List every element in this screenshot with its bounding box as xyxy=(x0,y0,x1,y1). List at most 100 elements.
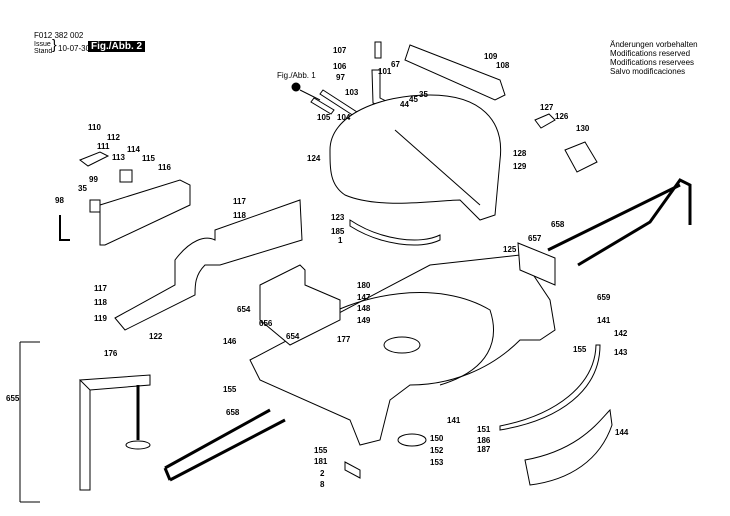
part-label: 103 xyxy=(345,88,359,97)
part-label: 35 xyxy=(78,184,87,193)
rod-658-bottom xyxy=(163,408,286,482)
part-label: 176 xyxy=(104,349,118,358)
part-label: 151 xyxy=(477,425,491,434)
pad-150 xyxy=(397,433,427,447)
bolt-107 xyxy=(374,41,382,59)
part-label: 186 xyxy=(477,436,491,445)
bracket-126 xyxy=(534,113,556,129)
figure-title: Fig./Abb. 2 xyxy=(88,41,146,52)
support-table-656 xyxy=(259,264,341,346)
part-label: 109 xyxy=(484,52,498,61)
block-657 xyxy=(517,242,556,286)
part-label: 654 xyxy=(237,305,251,314)
part-label: 67 xyxy=(391,60,400,69)
part-label: 147 xyxy=(357,293,371,302)
part-label: 126 xyxy=(555,112,569,121)
part-label: 124 xyxy=(307,154,321,163)
part-label: 150 xyxy=(430,434,444,443)
part-label: 658 xyxy=(226,408,240,417)
figure-reference: Fig./Abb. 1 xyxy=(277,71,316,80)
issue-label: Issue xyxy=(34,41,51,48)
fence-116 xyxy=(99,179,191,246)
document-number: F012 382 002 xyxy=(34,31,84,40)
part-label: 144 xyxy=(615,428,629,437)
part-label: 104 xyxy=(337,113,351,122)
part-label: 123 xyxy=(331,213,345,222)
part-label: 105 xyxy=(317,113,331,122)
part-label: 655 xyxy=(6,394,20,403)
part-label: 115 xyxy=(142,154,155,163)
leader-line xyxy=(299,89,321,101)
clamp-arm-176 xyxy=(78,374,151,391)
modifications-notice: Änderungen vorbehalten Modifications res… xyxy=(610,40,698,76)
scale-143 xyxy=(499,344,601,431)
notice-line: Modifications reservees xyxy=(610,58,695,67)
part-label: 130 xyxy=(576,124,590,133)
part-label: 141 xyxy=(447,416,461,425)
part-label: 149 xyxy=(357,316,371,325)
part-label: 118 xyxy=(233,211,246,220)
stand-label: Stand xyxy=(34,48,53,55)
part-label: 2 xyxy=(320,469,325,478)
blade-guard-124 xyxy=(329,94,502,221)
part-label: 141 xyxy=(597,316,611,325)
brace: } xyxy=(52,36,57,52)
part-label: 180 xyxy=(357,281,371,290)
part-label: 111 xyxy=(97,142,110,151)
rod-loop-658 xyxy=(577,178,692,267)
part-label: 181 xyxy=(314,457,328,466)
part-label: 101 xyxy=(378,67,392,76)
part-label: 659 xyxy=(597,293,611,302)
part-label: 143 xyxy=(614,348,628,357)
part-label: 185 xyxy=(331,227,345,236)
lever-111 xyxy=(78,151,110,167)
part-label: 153 xyxy=(430,458,444,467)
part-label: 177 xyxy=(337,335,351,344)
turntable-arc xyxy=(299,292,494,386)
reference-marker xyxy=(291,82,301,92)
part-label: 116 xyxy=(158,163,171,172)
part-label: 155 xyxy=(223,385,237,394)
part-label: 113 xyxy=(112,153,125,162)
part-label: 122 xyxy=(149,332,163,341)
notice-line: Modifications reserved xyxy=(610,49,691,58)
part-label: 118 xyxy=(94,298,107,307)
part-label: 129 xyxy=(513,162,527,171)
part-label: 106 xyxy=(333,62,347,71)
issue-date: 10-07-30 xyxy=(58,44,91,53)
part-label: 35 xyxy=(419,90,428,99)
part-label: 125 xyxy=(503,245,517,254)
part-label: 117 xyxy=(94,284,107,293)
part-label: 117 xyxy=(233,197,246,206)
part-label: 119 xyxy=(94,314,107,323)
part-label: 148 xyxy=(357,304,371,313)
part-label: 44 xyxy=(400,100,409,109)
clip-99 xyxy=(89,199,101,213)
part-label: 155 xyxy=(573,345,587,354)
part-label: 187 xyxy=(477,445,491,454)
part-label: 128 xyxy=(513,149,527,158)
part-label: 112 xyxy=(107,133,120,142)
scale-123 xyxy=(349,219,441,246)
part-label: 114 xyxy=(127,145,140,154)
part-label: 45 xyxy=(409,95,418,104)
bracket-181 xyxy=(344,461,361,479)
notice-line: Salvo modificaciones xyxy=(610,67,686,76)
part-label: 654 xyxy=(286,332,300,341)
plate-114 xyxy=(119,169,133,183)
part-label: 142 xyxy=(614,329,628,338)
part-label: 152 xyxy=(430,446,444,455)
part-label: 127 xyxy=(540,103,554,112)
hex-key-98 xyxy=(59,215,70,241)
rod-658 xyxy=(547,183,681,252)
handle-130 xyxy=(564,141,598,173)
part-label: 1 xyxy=(338,236,343,245)
part-label: 99 xyxy=(89,175,98,184)
cover-144 xyxy=(524,408,613,486)
part-label: 110 xyxy=(88,123,101,132)
part-label: 98 xyxy=(55,196,64,205)
part-label: 97 xyxy=(336,73,345,82)
guard-edge xyxy=(394,129,481,206)
